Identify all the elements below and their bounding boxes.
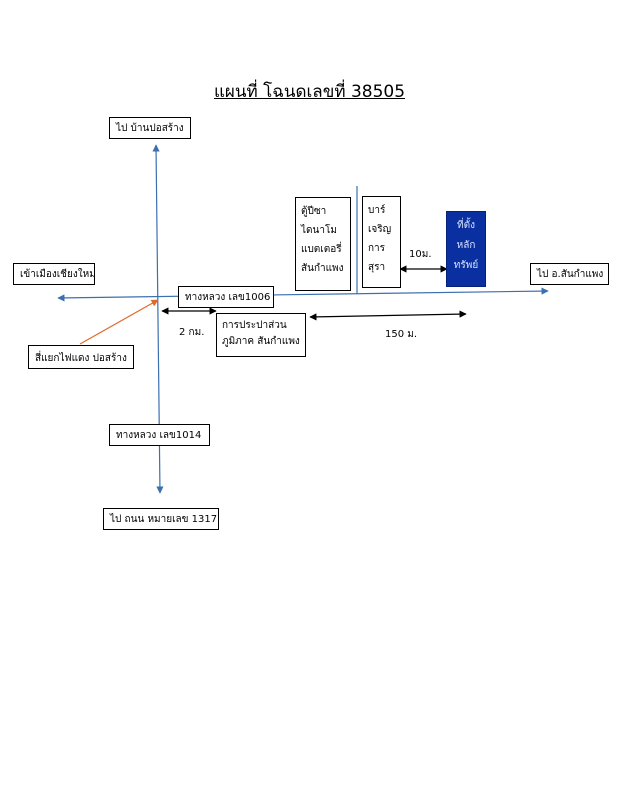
distance-150m-label: 150 ม. bbox=[385, 329, 418, 340]
property-line-3: ทรัพย์ bbox=[453, 260, 479, 271]
atm-line-1: ตู้ปีซา bbox=[301, 206, 327, 217]
property-line-2: หลัก bbox=[456, 240, 476, 251]
bar-landmark-box: บาร์ เจริญ การ สุรา bbox=[362, 196, 401, 288]
intersection-label: สี่แยกไฟแดง ปอสร้าง bbox=[28, 345, 134, 369]
bar-line-4: สุรา bbox=[368, 262, 386, 273]
west-destination-label: เข้าเมืองเชียงใหม่ bbox=[13, 263, 96, 285]
property-location-box: ที่ตั้ง หลัก ทรัพย์ bbox=[446, 211, 486, 287]
water-authority-line-2: ภูมิภาค สันกำแพง bbox=[222, 336, 300, 347]
east-destination-label: ไป อ.สันกำแพง bbox=[530, 263, 609, 285]
atm-line-4: สันกำแพง bbox=[301, 263, 344, 274]
atm-landmark-box: ตู้ปีซา ไดนาโม แบตเตอรี่ สันกำแพง bbox=[295, 197, 351, 291]
distance-2km-label: 2 กม. bbox=[179, 327, 205, 338]
north-destination-label: ไป บ้านปอสร้าง bbox=[109, 117, 191, 139]
atm-line-2: ไดนาโม bbox=[301, 225, 337, 236]
distance-10m-label: 10ม. bbox=[409, 249, 432, 260]
intersection-pointer bbox=[79, 299, 159, 345]
distance-150m-arrow bbox=[309, 310, 467, 321]
highway-1006-line bbox=[57, 287, 549, 302]
bar-line-1: บาร์ bbox=[368, 205, 386, 216]
map-title: แผนที่ โฉนดเลขที่ 38505 bbox=[213, 82, 406, 102]
highway-1014-label: ทางหลวง เลข1014 bbox=[109, 424, 210, 446]
water-authority-box: การประปาส่วน ภูมิภาค สันกำแพง bbox=[216, 313, 306, 357]
bar-line-2: เจริญ bbox=[368, 224, 392, 235]
south-destination-label: ไป ถนน หมายเลข 1317 bbox=[103, 508, 219, 530]
highway-1006-label: ทางหลวง เลข1006 bbox=[178, 286, 274, 308]
property-line-1: ที่ตั้ง bbox=[457, 220, 475, 231]
water-authority-line-1: การประปาส่วน bbox=[222, 320, 287, 331]
atm-line-3: แบตเตอรี่ bbox=[301, 244, 342, 255]
bar-line-3: การ bbox=[368, 243, 386, 254]
